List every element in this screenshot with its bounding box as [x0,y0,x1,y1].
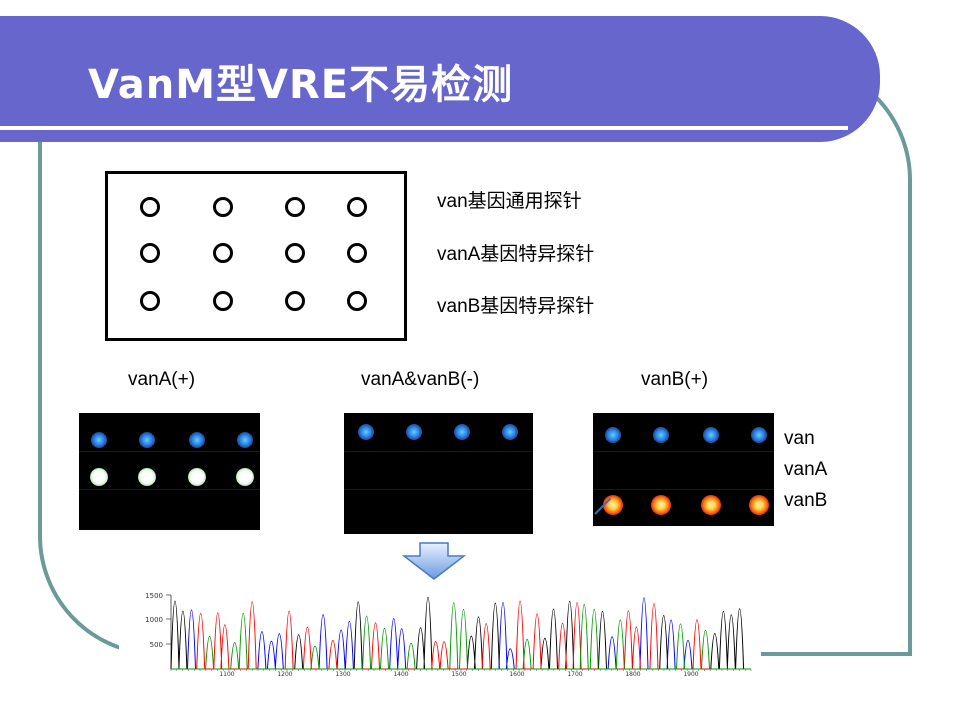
slide-title: VanM型VRE不易检测 [88,62,514,108]
panel-gridline [79,489,260,490]
chromatogram-background [119,591,761,677]
signal-spot [236,468,254,486]
x-tick-label: 1400 [393,671,408,677]
signal-spot [90,468,108,486]
array-spot [285,291,305,311]
probe-label-vanB: vanB基因特异探针 [437,296,595,317]
title-underline [0,126,848,130]
signal-spot [751,427,767,443]
panel-gridline [593,489,774,490]
y-tick-label: 1000 [145,616,163,624]
array-spot [285,243,305,263]
trace-line [171,597,751,670]
row-label-vanA: vanA [784,459,828,480]
signal-spot [653,427,669,443]
panel-gridline [344,451,533,452]
signal-spot [91,432,107,448]
array-spot [347,243,367,263]
x-tick-label: 1600 [509,671,524,677]
x-tick-label: 1700 [567,671,582,677]
signal-spot [358,424,374,440]
result-image-negative [344,413,533,534]
signal-spot [138,468,156,486]
x-tick-label: 1200 [277,671,292,677]
array-spot [347,197,367,217]
signal-spot [189,432,205,448]
panel-gridline [344,489,533,490]
down-arrow-icon [402,542,466,580]
array-spot [213,291,233,311]
signal-spot [139,432,155,448]
signal-spot [237,432,253,448]
row-label-vanB: vanB [784,490,828,511]
panel-gridline [593,451,774,452]
x-tick-label: 1800 [625,671,640,677]
y-tick-label: 500 [150,641,163,649]
y-tick-label: 1500 [145,592,163,600]
array-spot [285,197,305,217]
trace-line [171,600,751,670]
x-tick-label: 1100 [219,671,234,677]
row-label-van: van [784,428,815,449]
array-spot [347,291,367,311]
panel-gridline [79,451,260,452]
sequencing-chromatogram: 1500 1000 500 1100 1200 1300 1400 1500 1600 1700 1… [119,591,761,677]
title-band [0,16,880,142]
slide-frame [38,60,912,656]
signal-spot [605,427,621,443]
trace-line [171,602,751,670]
signal-spot [749,495,769,515]
x-tick-label: 1300 [335,671,350,677]
probe-label-vanA: vanA基因特异探针 [437,244,595,265]
signal-spot [701,495,721,515]
signal-spot [454,424,470,440]
signal-spot [188,468,206,486]
array-spot [140,243,160,263]
array-schematic [105,171,407,341]
result-image-vanB-positive [593,413,774,526]
signal-spot [502,424,518,440]
x-tick-label: 1900 [683,671,698,677]
array-spot [140,291,160,311]
signal-spot [406,424,422,440]
result-image-vanA-positive [79,413,260,530]
array-spot [140,197,160,217]
panel-label-vanB-positive: vanB(+) [641,369,709,390]
probe-label-van: van基因通用探针 [437,191,582,212]
panel-label-vanA-positive: vanA(+) [128,369,196,390]
array-spot [213,197,233,217]
signal-spot [603,495,623,515]
signal-spot [651,495,671,515]
panel-label-negative: vanA&vanB(-) [361,369,480,390]
array-spot [213,243,233,263]
signal-spot [703,427,719,443]
x-tick-label: 1500 [451,671,466,677]
